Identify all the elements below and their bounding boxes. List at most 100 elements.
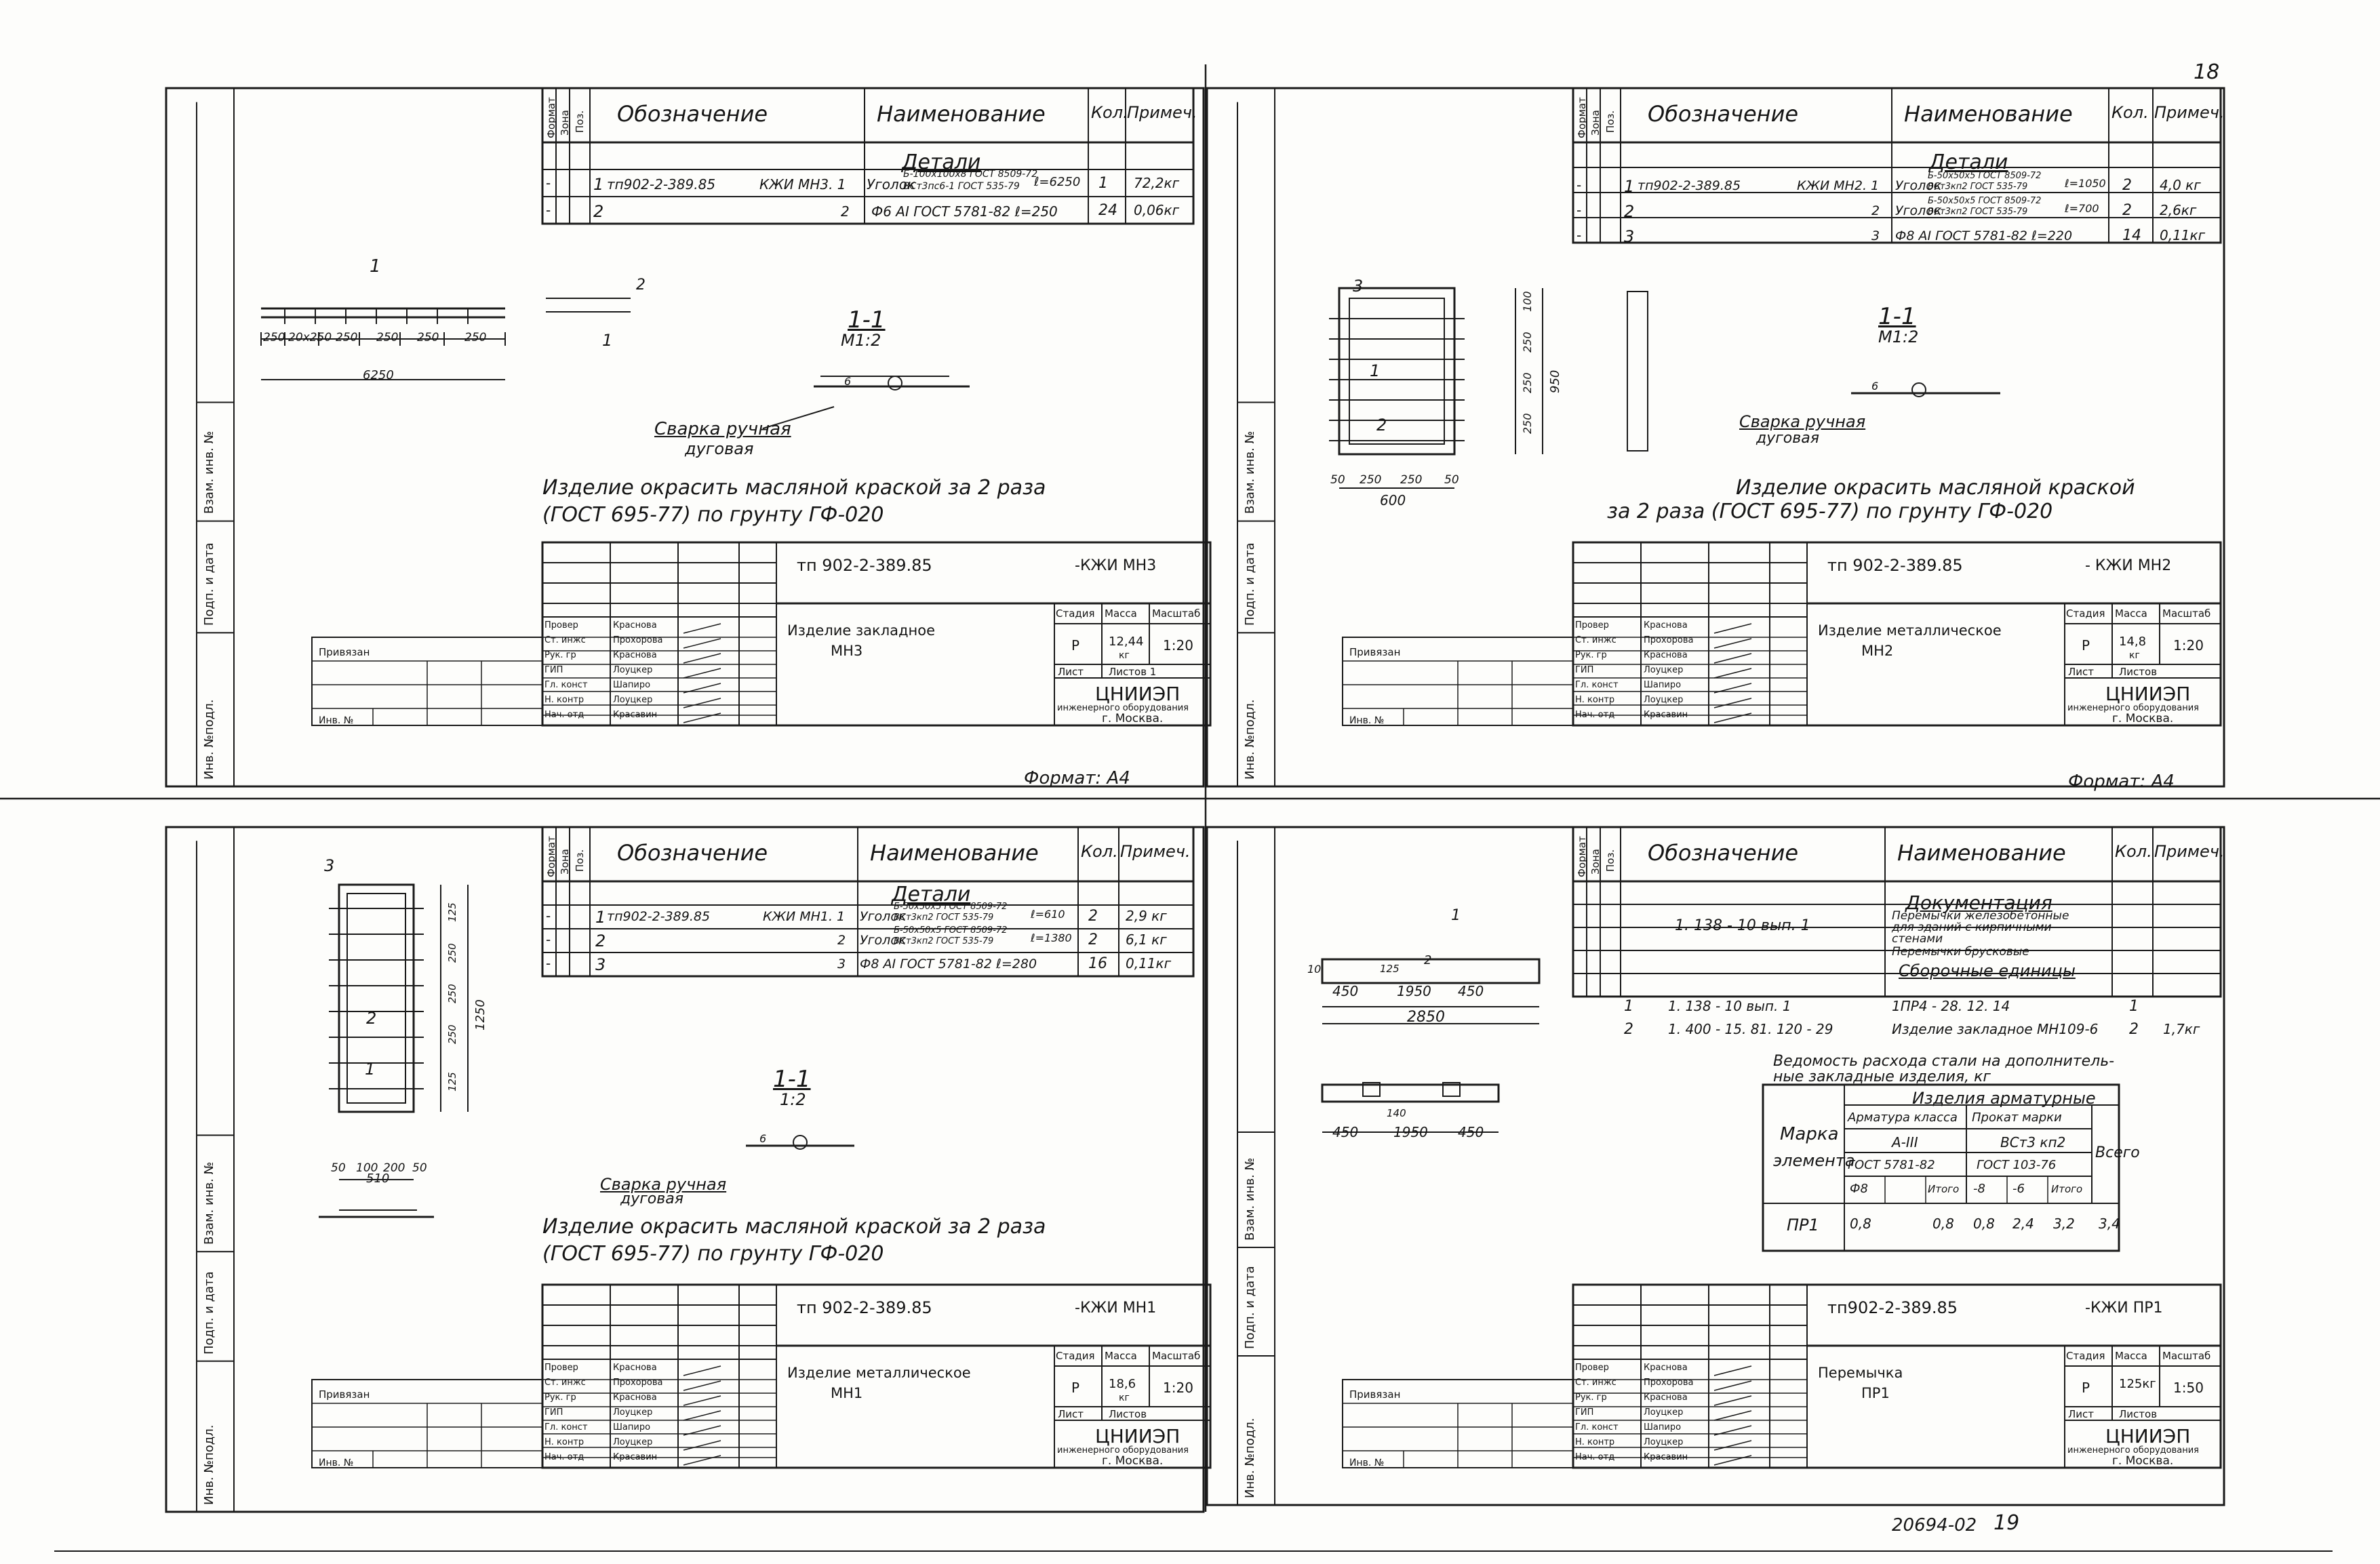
dim-v2: 250 [446, 943, 458, 963]
row-pos: 3 [595, 955, 606, 974]
leader-line [762, 406, 835, 429]
spec-table [1572, 87, 2222, 244]
row-name-length: ℓ=6250 [1034, 175, 1081, 189]
stamp-role: ГИП [544, 665, 563, 675]
header-pos: Поз. [574, 110, 586, 133]
row-name-line2: ВСт3кп2 ГОСТ 535-79 [894, 936, 994, 946]
stamp-sheet-header: Лист [1058, 1408, 1084, 1420]
steel-itogo-2: Итого [2051, 1183, 2083, 1195]
signature-scribble [683, 1410, 721, 1421]
signature-scribble [683, 683, 721, 694]
embed-plate [1442, 1082, 1461, 1097]
dim-b: 100 [356, 1161, 378, 1175]
dim-d: 50 [1444, 473, 1459, 487]
stamp-role: Нач. отд [1575, 1452, 1615, 1462]
doc-name-1: Перемычки железобетонные [1892, 909, 2069, 923]
header-zone: Зона [559, 849, 571, 875]
weld-mark [793, 1135, 808, 1150]
row-qty: 2 [2122, 177, 2132, 194]
stamp-title: Изделие закладное [787, 622, 936, 639]
steel-p6: -6 [2012, 1182, 2025, 1196]
header-qty: Кол. [2115, 842, 2152, 861]
weld-size: 6 [1871, 380, 1879, 393]
row-format: - [1576, 227, 1582, 243]
stamp-code: тп 902-2-389.85 [797, 1298, 932, 1317]
row-name-length: ℓ=1380 [1031, 931, 1072, 944]
row-code: КЖИ МН3. 1 [759, 176, 846, 193]
dim-b: 20х250 [288, 331, 332, 344]
dim-v3: 250 [1521, 372, 1534, 393]
dim-v1: 125 [446, 902, 458, 922]
stamp-stage: Р [1071, 637, 1080, 654]
signature-scribble [1713, 653, 1752, 664]
dim-vt: 950 [1548, 369, 1562, 393]
stamp-city: г. Москва. [2112, 1454, 2174, 1468]
dim-v3: 250 [446, 984, 458, 1003]
stamp-title-2: МН1 [831, 1385, 863, 1401]
stamp-role: Провер [1575, 1363, 1609, 1373]
row-code: КЖИ МН2. 1 [1797, 178, 1880, 193]
stamp-person: Красавин [1644, 1452, 1688, 1462]
stamp-person: Шапиро [613, 1422, 651, 1432]
stamp-mass: 12,44 [1109, 635, 1144, 649]
row-pos: 2 [595, 931, 606, 950]
row-code: КЖИ МН1. 1 [763, 909, 846, 924]
row-note: 0,11кг [1126, 955, 1172, 971]
pos-mark-1: 1 [370, 256, 381, 277]
row-format: - [546, 175, 551, 191]
section-documentation: Документация [1905, 891, 2052, 914]
row-name-line1: Б-50х50х5 ГОСТ 8509-72 [894, 925, 1008, 936]
section-scale: М1:2 [841, 331, 881, 350]
stamp-title-2: МН2 [1861, 643, 1894, 659]
dim-h: 10 [1307, 963, 1322, 976]
row-code: 2 [841, 203, 850, 220]
stamp-role: Рук. гр [1575, 650, 1607, 660]
steel-title-2: ные закладные изделия, кг [1773, 1068, 1991, 1085]
header-format: Формат [545, 97, 557, 138]
steel-gost-1: ГОСТ 5781-82 [1848, 1158, 1935, 1172]
stamp-sheets-header: Листов 1 [1109, 666, 1157, 678]
stamp-title-2: МН3 [831, 643, 863, 659]
dim-f: 250 [464, 331, 487, 344]
side-inv-label: Инв. №подл. [1243, 699, 1257, 780]
stamp-scale: 1:50 [2173, 1380, 2204, 1396]
dim-v2: 250 [1521, 332, 1534, 353]
stamp-org: ЦНИИЭП [1095, 683, 1181, 705]
stamp-person: Краснова [1644, 620, 1688, 630]
page-number: 18 [2194, 60, 2220, 84]
stamp-person: Прохорова [1644, 1378, 1694, 1388]
format-label: Формат: А4 [1024, 768, 1130, 788]
dim-c: 250 [336, 331, 358, 344]
stamp-role: Нач. отд [544, 1452, 584, 1462]
header-designation: Обозначение [617, 101, 768, 127]
header-note: Примеч. [1120, 842, 1191, 861]
title-block [1572, 541, 2222, 727]
stamp-person: Красавин [1644, 710, 1688, 720]
signature-scribble [1713, 1425, 1752, 1436]
pos-mark-1: 1 [1451, 907, 1461, 924]
row-note: 0,11кг [2160, 227, 2206, 243]
side-inv-label: Инв. №подл. [202, 699, 216, 780]
frame-outer [338, 883, 415, 1113]
row-designation: тп902-2-389.85 [1638, 178, 1741, 193]
weld-mark [1911, 382, 1926, 397]
stamp-mass-header: Масса [1105, 1350, 1137, 1362]
steel-group: Изделия арматурные [1912, 1089, 2096, 1108]
stamp-sheet-header: Лист [2068, 1408, 2095, 1420]
dim-vt: 1250 [473, 999, 488, 1030]
signature-scribble [683, 623, 721, 634]
doc-name-4: Перемычки брусковые [1892, 945, 2029, 959]
stamp-org: ЦНИИЭП [2105, 1425, 2191, 1447]
stamp-stage-header: Стадия [2066, 1350, 2105, 1362]
steel-gost-2: ГОСТ 103-76 [1977, 1158, 2057, 1172]
dim-total: 6250 [363, 368, 394, 382]
stamp-code-suffix: -КЖИ МН3 [1075, 557, 1157, 574]
stamp-org-2: инженерного оборудования [2067, 703, 2199, 713]
side-sign-label: Подп. и дата [202, 1271, 216, 1355]
header-format: Формат [545, 836, 557, 877]
doc-name-2: для зданий с кирпичными [1892, 921, 2052, 934]
dim-b: 250 [1360, 473, 1382, 487]
frame-outer [1338, 287, 1456, 456]
stamp-person: Краснова [613, 1363, 657, 1373]
stamp-scale-header: Масштаб [2162, 607, 2211, 620]
